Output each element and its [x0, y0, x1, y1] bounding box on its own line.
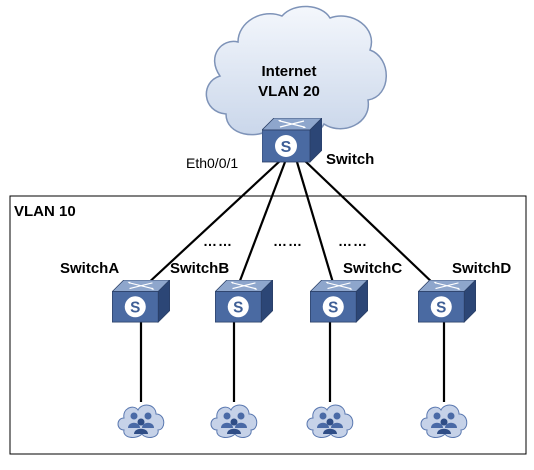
user-group-icon	[420, 404, 468, 438]
switch-c	[310, 280, 368, 323]
switch-a	[112, 280, 170, 323]
switch-b-label: SwitchB	[170, 260, 229, 277]
core-switch	[262, 118, 322, 163]
ellipsis-1: ……	[203, 233, 233, 249]
user-group-icon	[306, 404, 354, 438]
cloud-label-line1: Internet	[261, 63, 316, 80]
cloud-icon	[205, 5, 387, 139]
vlan-box-label: VLAN 10	[14, 203, 76, 220]
link-switch-c	[295, 161, 336, 287]
user-group-icon	[210, 404, 258, 438]
vlan-box	[9, 195, 527, 455]
user-group-icon	[117, 404, 165, 438]
uplinks	[144, 159, 437, 287]
link-switch-a	[144, 159, 282, 287]
link-switch-d	[303, 159, 437, 287]
port-label: Eth0/0/1	[186, 155, 238, 171]
cloud-label-line2: VLAN 20	[258, 83, 320, 100]
switch-icon	[418, 280, 476, 323]
switch-d-label: SwitchD	[452, 260, 511, 277]
switch-d	[418, 280, 476, 323]
downlinks	[139, 322, 446, 402]
switch-a-label: SwitchA	[60, 260, 119, 277]
switch-b	[215, 280, 273, 323]
switch-icon	[310, 280, 368, 323]
internet-cloud: Internet VLAN 20	[205, 5, 387, 139]
core-switch-label: Switch	[326, 151, 374, 168]
ellipsis-3: ……	[338, 233, 368, 249]
switch-icon	[262, 118, 322, 163]
switch-icon	[112, 280, 170, 323]
ellipsis-2: ……	[273, 233, 303, 249]
switch-icon	[215, 280, 273, 323]
switch-c-label: SwitchC	[343, 260, 402, 277]
link-switch-b	[236, 161, 287, 287]
